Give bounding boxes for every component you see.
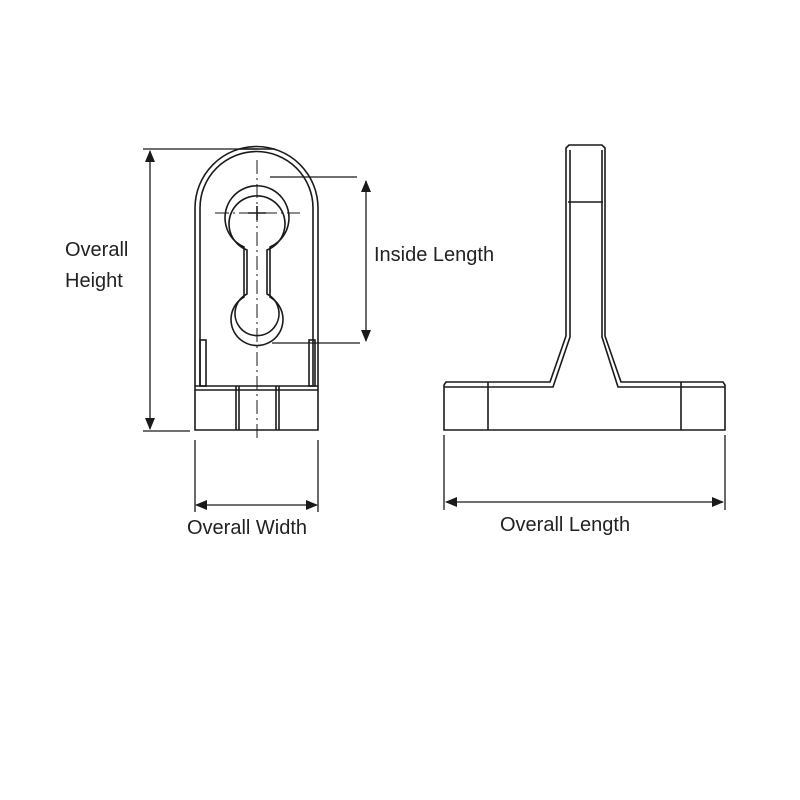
inside-length-dimension (270, 176, 371, 344)
overall-length-dimension (443, 435, 726, 510)
front-outline-outer (194, 145, 319, 431)
overall-height-label-line1: Overall (65, 239, 129, 261)
inside-length-label: Inside Length (374, 244, 495, 266)
overall-length-label: Overall Length (500, 514, 631, 536)
front-view (194, 145, 319, 440)
front-outline-inner (199, 150, 314, 385)
overall-height-label-line2: Height (65, 270, 123, 292)
side-view (443, 144, 726, 431)
overall-width-dimension (194, 440, 319, 512)
keyhole-slot (224, 185, 290, 347)
side-outline-outer (443, 144, 726, 431)
overall-width-label: Overall Width (187, 517, 308, 539)
side-outline-inner (444, 150, 725, 388)
overall-height-dimension (143, 148, 258, 432)
centerlines (215, 160, 300, 440)
keyhole-slot-inner (228, 195, 286, 337)
overall-height-label: Overall Height (65, 235, 128, 297)
